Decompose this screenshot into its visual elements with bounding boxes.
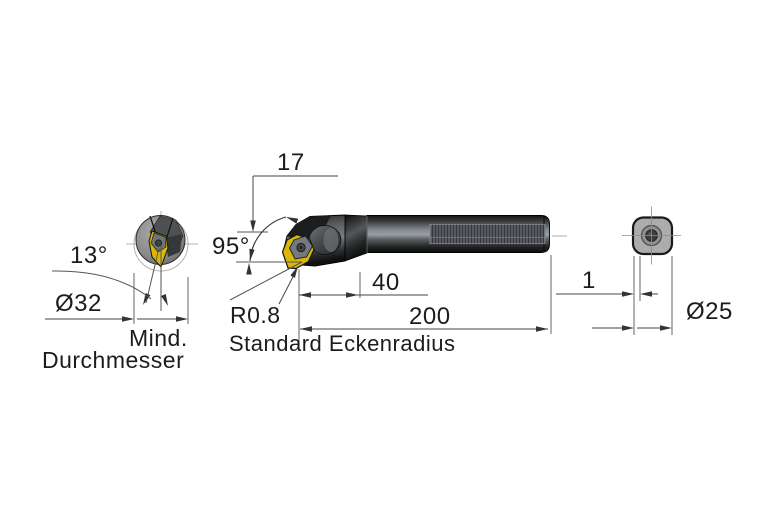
side-view-tool bbox=[281, 214, 567, 270]
dim-overall-length-label: 200 bbox=[409, 303, 451, 330]
dim-tilt-angle-label: 13° bbox=[70, 242, 108, 269]
dim-head-offset-label: 17 bbox=[277, 149, 305, 176]
front-view-min-bore bbox=[45, 211, 198, 324]
dim-corner-radius-label: R0.8 bbox=[230, 302, 281, 328]
min-bore-caption-line1: Mind. bbox=[129, 325, 188, 351]
corner-radius-note: Standard Eckenradius bbox=[229, 331, 456, 356]
dim-min-bore-diameter-label: Ø32 bbox=[55, 290, 102, 317]
dim-flat-height-label: 1 bbox=[582, 267, 596, 294]
dim-entering-angle-label: 95° bbox=[212, 233, 250, 260]
dim-head-length-label: 40 bbox=[372, 269, 400, 296]
dimension-lines-side-view bbox=[229, 175, 552, 350]
end-view-shank bbox=[556, 206, 681, 335]
dim-shank-diameter-label: Ø25 bbox=[686, 298, 733, 325]
min-bore-caption-line2: Durchmesser bbox=[42, 347, 185, 373]
